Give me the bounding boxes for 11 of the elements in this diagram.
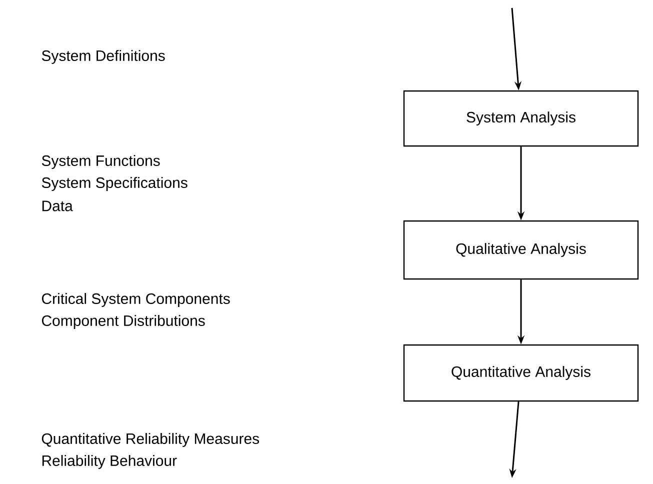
step-label: Critical System Components (42, 293, 230, 307)
process-box: Qualitative Analysis (403, 220, 639, 280)
step-label: Component Distributions (42, 315, 205, 329)
process-box: Quantitative Analysis (403, 344, 639, 402)
step-label: Reliability Behaviour (42, 455, 177, 469)
step-label: System Definitions (42, 50, 165, 64)
step-label: Data (42, 200, 73, 212)
step-label: Quantitative Reliability Measures (42, 433, 260, 447)
process-box: System Analysis (403, 90, 639, 147)
step-label: System Specifications (42, 177, 188, 191)
step-label: System Functions (42, 155, 160, 169)
